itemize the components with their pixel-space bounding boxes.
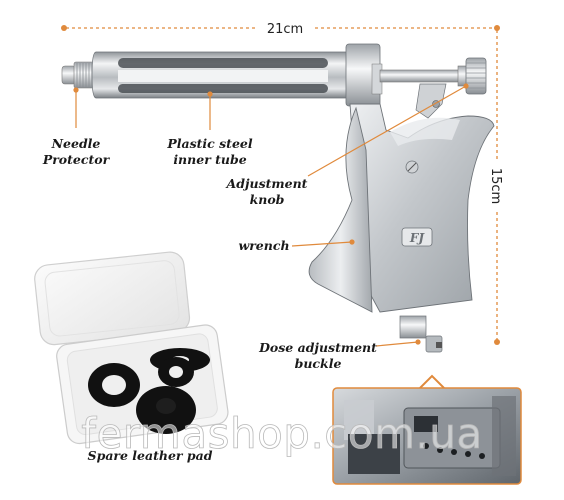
leather-pads xyxy=(88,348,210,434)
callout-lines xyxy=(73,83,469,347)
svg-text:Needle: Needle xyxy=(51,136,101,151)
label-needle-protector: Needle Protector xyxy=(42,136,111,167)
plunger-rod xyxy=(379,65,469,87)
watermark: fermashop.com.ua xyxy=(81,409,482,458)
brand-plate: FJ xyxy=(401,227,433,247)
svg-text:Dose adjustment: Dose adjustment xyxy=(258,340,377,355)
label-spare-pad: Spare leather pad xyxy=(88,448,213,463)
spring-lever xyxy=(415,83,447,119)
frame-block xyxy=(345,43,383,107)
zoom-inset xyxy=(332,374,522,485)
svg-text:Plastic steel: Plastic steel xyxy=(166,136,252,151)
needle-nozzle xyxy=(61,61,99,89)
svg-text:knob: knob xyxy=(250,192,285,207)
height-label: 15cm xyxy=(488,168,503,204)
label-wrench: wrench xyxy=(238,238,289,253)
svg-text:inner tube: inner tube xyxy=(173,152,246,167)
dose-buckle xyxy=(399,315,443,353)
trigger-lever xyxy=(308,106,373,313)
svg-text:wrench: wrench xyxy=(238,238,289,253)
label-dose-buckle: Dose adjustment buckle xyxy=(258,340,377,371)
label-adjustment-knob: Adjustment knob xyxy=(226,176,308,207)
label-inner-tube: Plastic steel inner tube xyxy=(166,136,252,167)
width-dimension: 21cm xyxy=(61,22,500,37)
height-dimension: 15cm xyxy=(488,30,503,345)
width-label: 21cm xyxy=(267,22,303,37)
brand-mark: FJ xyxy=(409,231,426,245)
pistol-handle xyxy=(349,103,495,313)
adjustment-knob xyxy=(465,57,487,95)
svg-text:buckle: buckle xyxy=(295,356,342,371)
handle-screw xyxy=(405,160,419,174)
barrel-tube xyxy=(91,51,349,99)
svg-text:Adjustment: Adjustment xyxy=(226,176,308,191)
svg-text:Protector: Protector xyxy=(42,152,111,167)
